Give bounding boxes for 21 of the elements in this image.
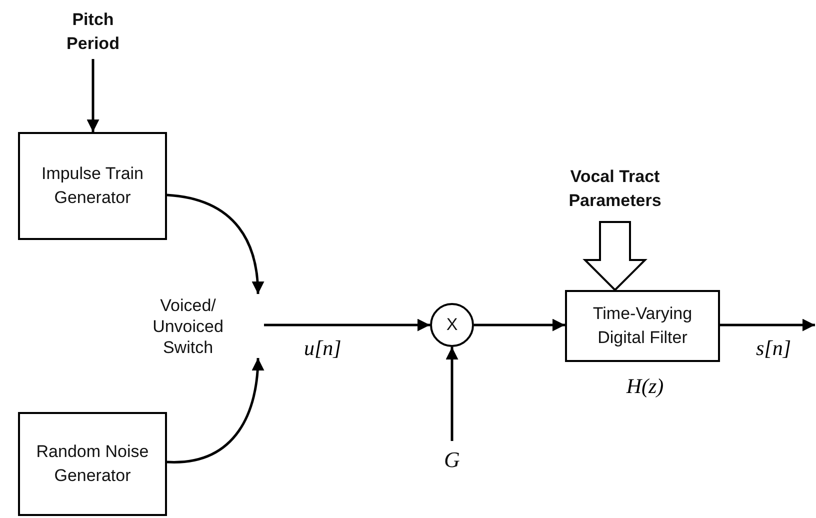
filter-box bbox=[565, 290, 720, 362]
node-caption: H(z) bbox=[625, 374, 665, 398]
process-box bbox=[18, 412, 167, 516]
gain-label: G bbox=[444, 448, 460, 472]
node-text: X bbox=[446, 314, 458, 336]
multiplier-circle bbox=[430, 303, 474, 347]
arrow bbox=[446, 347, 458, 441]
block-arrow bbox=[582, 221, 648, 292]
arrow bbox=[474, 318, 565, 332]
arrow bbox=[166, 358, 264, 464]
input-label: Pitch Period bbox=[66, 9, 120, 55]
arrow bbox=[264, 318, 430, 332]
arrow bbox=[166, 194, 264, 294]
input-label: Vocal Tract Parameters bbox=[568, 166, 662, 212]
node-text: Impulse Train Generator bbox=[40, 163, 145, 209]
arrow bbox=[720, 318, 815, 332]
node-text: Time-Varying Digital Filter bbox=[592, 303, 694, 349]
switch-label: Voiced/ Unvoiced Switch bbox=[152, 294, 224, 358]
node-text: Random Noise Generator bbox=[35, 441, 150, 487]
arrow bbox=[86, 59, 100, 132]
process-box bbox=[18, 132, 167, 240]
